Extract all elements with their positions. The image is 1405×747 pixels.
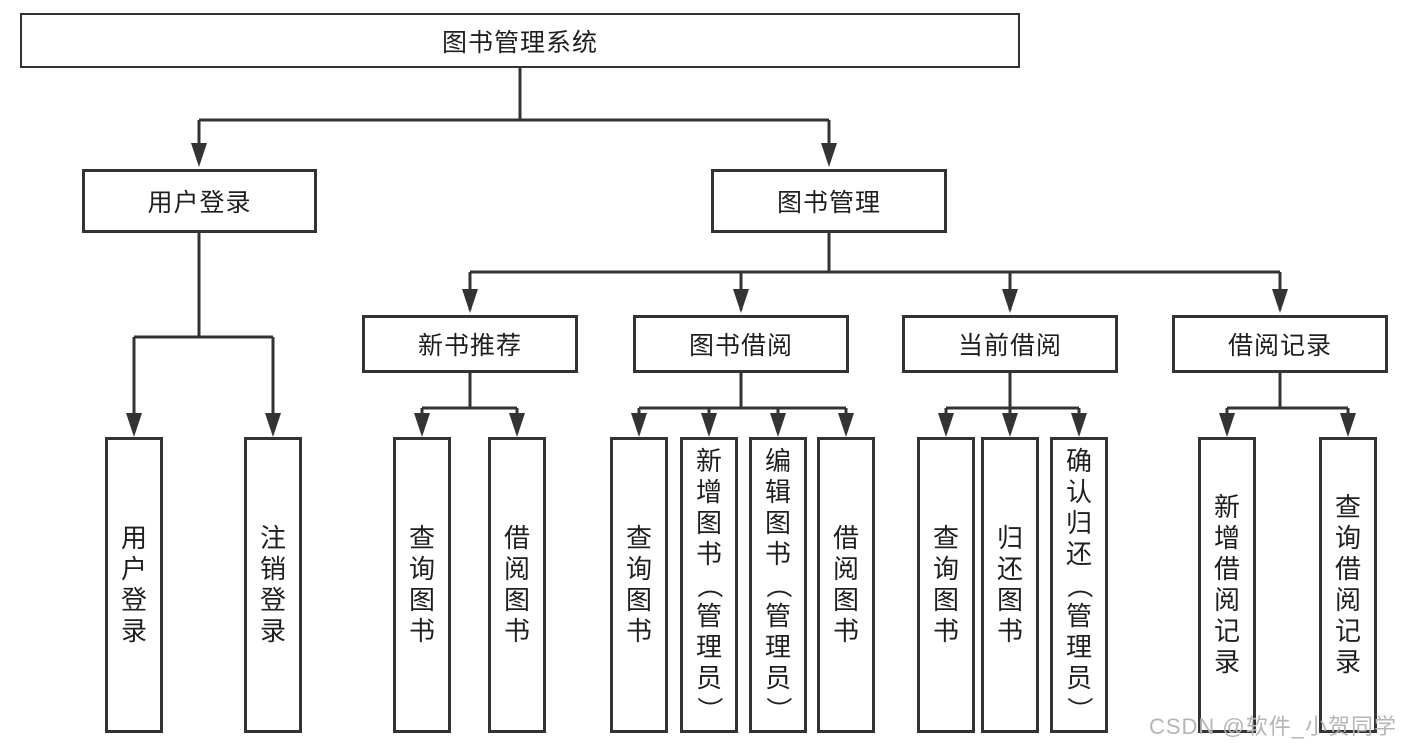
node-label: 图书管理 [776,189,881,217]
arrow-down-icon [462,289,478,313]
leaf-query-books-3: 查询图书 [917,437,975,733]
leaf-label: 新增图书（管理员） [694,445,725,723]
node-book-management: 图书管理 [711,169,947,233]
arrow-down-icon [938,413,954,437]
arrow-down-icon [126,413,142,437]
leaf-query-books-2: 查询图书 [610,437,668,733]
leaf-label: 确认归还（管理员） [1064,445,1095,723]
arrow-down-icon [838,413,854,437]
leaf-label: 查询图书 [408,523,435,646]
node-borrowing-records: 借阅记录 [1172,315,1388,373]
leaf-label: 查询借阅记录 [1334,492,1361,677]
leaf-logout: 注销登录 [244,437,302,733]
leaf-label: 注销登录 [259,523,286,646]
csdn-watermark: CSDN @软件_小贺同学 [1148,714,1397,739]
arrow-down-icon [191,143,207,167]
leaf-query-borrow-record: 查询借阅记录 [1319,437,1377,733]
leaf-label: 借阅图书 [503,523,530,646]
connector-root [197,68,831,163]
arrow-down-icon [1071,413,1087,437]
node-book-borrowing: 图书借阅 [633,315,849,373]
node-library-management-system: 图书管理系统 [20,13,1020,68]
leaf-label: 查询图书 [625,523,652,646]
node-label: 当前借阅 [957,332,1062,360]
arrow-down-icon [265,413,281,437]
arrow-down-icon [1002,289,1018,313]
connector-book-management [468,233,1282,310]
node-new-book-recommendation: 新书推荐 [362,315,578,373]
leaf-borrow-books-1: 借阅图书 [488,437,546,733]
leaf-edit-book-admin: 编辑图书（管理员） [749,437,807,733]
connector-new-book-recommendation [420,373,519,433]
leaf-add-borrow-record: 新增借阅记录 [1198,437,1256,733]
leaf-query-books-1: 查询图书 [393,437,451,733]
node-user-login: 用户登录 [82,169,317,233]
arrow-down-icon [509,413,525,437]
arrow-down-icon [1219,413,1235,437]
leaf-label: 查询图书 [932,523,959,646]
leaf-label: 新增借阅记录 [1213,492,1240,677]
arrow-down-icon [701,413,717,437]
arrow-down-icon [733,289,749,313]
leaf-confirm-return-admin: 确认归还（管理员） [1050,437,1108,733]
arrow-down-icon [770,413,786,437]
node-label: 图书管理系统 [441,28,598,57]
connector-user-login [132,233,275,433]
leaf-return-book: 归还图书 [981,437,1039,733]
leaf-label: 归还图书 [996,523,1023,646]
node-label: 新书推荐 [417,332,522,360]
node-current-borrowing: 当前借阅 [902,315,1118,373]
connector-book-borrowing [637,373,848,433]
arrow-down-icon [414,413,430,437]
arrow-down-icon [631,413,647,437]
connector-borrowing-records [1225,373,1350,433]
leaf-borrow-books-2: 借阅图书 [817,437,875,733]
leaf-user-login: 用户登录 [105,437,163,733]
arrow-down-icons [126,143,1356,437]
leaf-label: 用户登录 [120,523,147,646]
node-label: 图书借阅 [688,332,793,360]
leaf-label: 借阅图书 [832,523,859,646]
arrow-down-icon [1002,413,1018,437]
node-label: 借阅记录 [1227,332,1332,360]
arrow-down-icon [1340,413,1356,437]
node-label: 用户登录 [147,189,252,217]
arrow-down-icon [821,143,837,167]
arrow-down-icon [1272,289,1288,313]
leaf-add-book-admin: 新增图书（管理员） [680,437,738,733]
leaf-label: 编辑图书（管理员） [763,445,794,723]
